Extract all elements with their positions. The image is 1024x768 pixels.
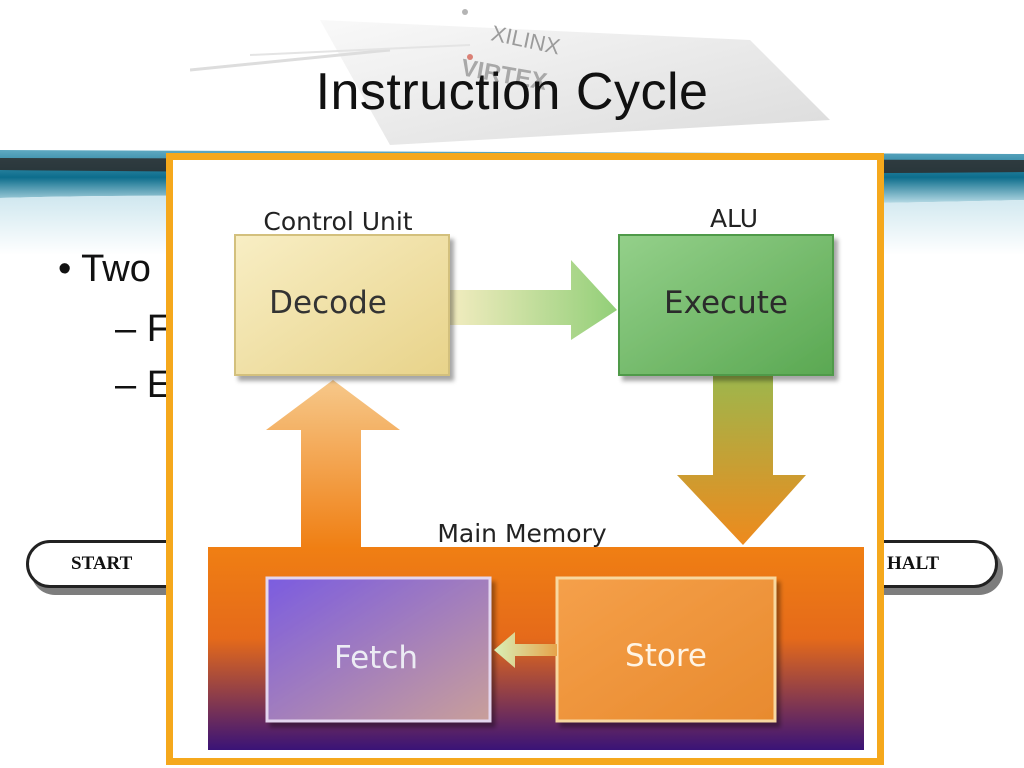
chip-background-image: XILINX VIRTEX (190, 9, 830, 145)
store-label: Store (625, 638, 707, 674)
decode-label: Decode (269, 285, 387, 321)
decode-box (234, 234, 450, 376)
halt-label: HALT (887, 553, 940, 574)
sub-bullet-execute: – E (115, 364, 173, 406)
arrow-store-to-fetch (494, 632, 557, 668)
fetch-box (265, 576, 492, 723)
alu-label: ALU (710, 204, 758, 233)
arrow-execute-to-memory (677, 370, 806, 545)
start-label: START (71, 553, 133, 574)
arrow-memory-to-decode (266, 380, 400, 548)
fetch-label: Fetch (334, 640, 418, 676)
execute-box (618, 234, 834, 376)
diagram-canvas: Decode Execute Fetch Store Control Unit … (208, 204, 864, 750)
instruction-cycle-diagram: Decode Execute Fetch Store Control Unit … (166, 153, 884, 765)
control-unit-label: Control Unit (263, 207, 412, 236)
slide-title: Instruction Cycle (315, 63, 709, 121)
store-box (555, 576, 777, 723)
bullet-two: • Two (58, 248, 151, 290)
main-memory-label: Main Memory (437, 519, 607, 548)
arrow-decode-to-execute (449, 260, 617, 340)
execute-label: Execute (664, 285, 788, 321)
sub-bullet-fetch: – F (115, 308, 170, 350)
